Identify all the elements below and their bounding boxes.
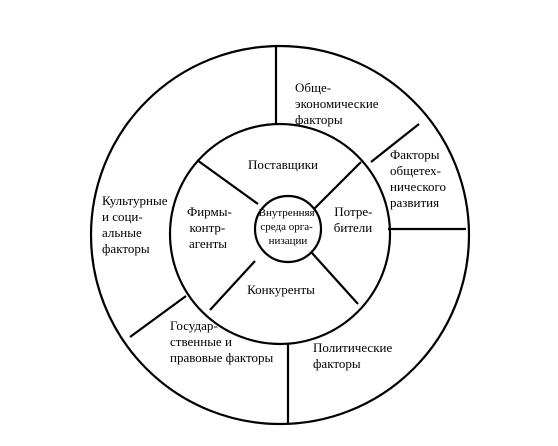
- contractors-label-line-2: контр-: [189, 220, 225, 235]
- core-label: Внутренняя среда орга- низации: [259, 207, 318, 247]
- divider-suppliers-consumers: [313, 161, 362, 210]
- suppliers-label: Поставщики: [248, 157, 318, 172]
- core-label-line-2: среда орга-: [260, 221, 313, 233]
- core-label-line-3: низации: [269, 235, 308, 247]
- scientific-technical-label-line-2: общетех-: [390, 163, 441, 178]
- socio-economic-label: Обще- экономические факторы: [295, 80, 382, 127]
- state-legal-label: Государ- ственные и правовые факторы: [170, 318, 274, 365]
- competitors-label-line-1: Конкуренты: [247, 282, 315, 297]
- divider-competitors-contractors: [209, 260, 256, 311]
- state-legal-label-line-2: ственные и: [170, 334, 232, 349]
- consumers-label-line-2: бители: [334, 220, 373, 235]
- contractors-label: Фирмы- контр- агенты: [187, 204, 235, 251]
- scientific-technical-label-line-4: развития: [390, 195, 439, 210]
- contractors-label-line-1: Фирмы-: [187, 204, 232, 219]
- divider-economic-technical: [370, 123, 420, 163]
- state-legal-label-line-3: правовые факторы: [170, 350, 274, 365]
- outer-circle: [89, 44, 471, 426]
- cultural-social-label-line-3: альные: [102, 225, 142, 240]
- scientific-technical-label-line-1: Факторы: [390, 147, 440, 162]
- middle-circle: [168, 122, 392, 346]
- contractors-label-line-3: агенты: [189, 236, 227, 251]
- socio-economic-label-line-1: Обще-: [295, 80, 331, 95]
- socio-economic-label-line-2: экономические: [295, 96, 379, 111]
- competitors-label: Конкуренты: [247, 282, 315, 297]
- consumers-label: Потре- бители: [334, 204, 376, 235]
- core-label-line-1: Внутренняя: [259, 207, 315, 219]
- consumers-label-line-1: Потре-: [334, 204, 372, 219]
- political-label-line-1: Политические: [313, 340, 392, 355]
- divider-suppliers-contractors: [196, 159, 259, 205]
- cultural-social-label-line-4: факторы: [102, 241, 150, 256]
- political-label-line-2: факторы: [313, 356, 361, 371]
- divider-consumers-competitors: [311, 252, 359, 305]
- socio-economic-label-line-3: факторы: [295, 112, 343, 127]
- scientific-technical-label: Факторы общетех- нического развития: [390, 147, 449, 210]
- cultural-social-label: Культурные и соци- альные факторы: [102, 193, 171, 256]
- political-label: Политические факторы: [313, 340, 396, 371]
- core-circle: [253, 194, 323, 264]
- cultural-social-label-line-1: Культурные: [102, 193, 168, 208]
- divider-legal-cultural: [129, 295, 187, 338]
- cultural-social-label-line-2: и соци-: [102, 209, 143, 224]
- scientific-technical-label-line-3: нического: [390, 179, 446, 194]
- state-legal-label-line-1: Государ-: [170, 318, 218, 333]
- suppliers-label-line-1: Поставщики: [248, 157, 318, 172]
